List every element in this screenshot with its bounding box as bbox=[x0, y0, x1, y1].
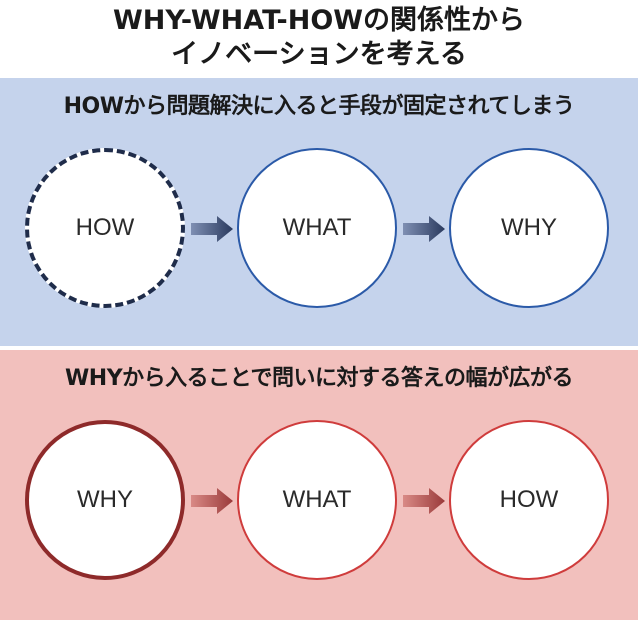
top-circle-what: WHAT bbox=[237, 148, 397, 308]
top-circle-why-label: WHY bbox=[501, 214, 557, 241]
bottom-circle-how: HOW bbox=[449, 420, 609, 580]
bottom-circle-how-label: HOW bbox=[499, 486, 559, 513]
top-arrow-2 bbox=[403, 216, 445, 242]
diagram-title: WHY-WHAT-HOWの関係性から イノベーションを考える bbox=[0, 4, 638, 72]
bottom-circle-what-label: WHAT bbox=[282, 486, 352, 513]
top-circle-what-label: WHAT bbox=[282, 214, 352, 241]
bottom-arrow-2 bbox=[403, 488, 445, 514]
top-circle-how-label: HOW bbox=[75, 214, 135, 241]
top-arrow-1 bbox=[191, 216, 233, 242]
top-panel-heading: HOWから問題解決に入ると手段が固定されてしまう bbox=[63, 94, 575, 119]
bottom-arrow-1 bbox=[191, 488, 233, 514]
top-circle-how: HOW bbox=[25, 148, 185, 308]
title-line-1: WHY-WHAT-HOWの関係性から bbox=[112, 5, 526, 36]
top-panel: HOWから問題解決に入ると手段が固定されてしまう HOW WHAT WHY bbox=[0, 78, 638, 346]
bottom-circle-why: WHY bbox=[25, 420, 185, 580]
bottom-panel: WHYから入ることで問いに対する答えの幅が広がる WHY WHAT HOW bbox=[0, 350, 638, 620]
bottom-circle-what: WHAT bbox=[237, 420, 397, 580]
bottom-circle-why-label: WHY bbox=[77, 486, 133, 513]
bottom-panel-heading: WHYから入ることで問いに対する答えの幅が広がる bbox=[65, 366, 573, 391]
title-line-2: イノベーションを考える bbox=[171, 39, 467, 70]
top-circle-why: WHY bbox=[449, 148, 609, 308]
